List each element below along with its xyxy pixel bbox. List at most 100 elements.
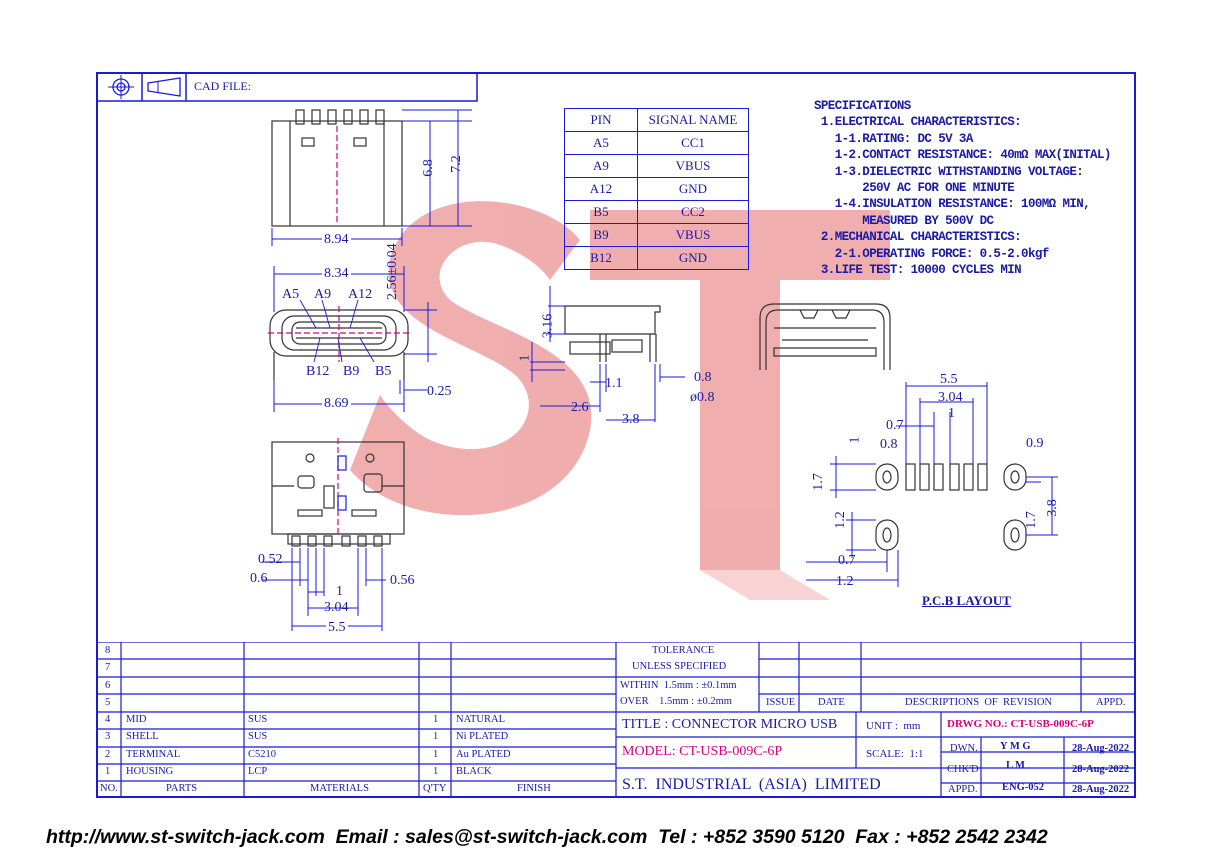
top-view-drawing <box>271 109 472 246</box>
pcb-layout-label: P.C.B LAYOUT <box>922 593 1011 608</box>
tolerance-within: WITHIN 1.5mm : ±0.1mm <box>620 680 737 691</box>
bom-material: SUS <box>248 731 268 742</box>
bom-part: SHELL <box>126 731 159 742</box>
dim-pcb-1-7b: 1.7 <box>1023 511 1039 529</box>
bottom-view-drawing <box>262 438 405 631</box>
dim-pcb-3-04: 3.04 <box>938 390 963 405</box>
dim-side-0-8: 0.8 <box>694 370 712 385</box>
table-cell: GND <box>637 177 749 201</box>
bom-qty: 1 <box>433 766 439 777</box>
rear-view-drawing <box>759 303 891 370</box>
bom-qty: 1 <box>433 714 439 725</box>
dim-pcb-0-7b: 0.7 <box>838 553 856 568</box>
table-cell: CC1 <box>637 131 749 155</box>
dim-pcb-0-7: 0.7 <box>886 418 904 433</box>
table-cell: VBUS <box>637 154 749 178</box>
drawing-title: TITLE : CONNECTOR MICRO USB <box>622 717 838 732</box>
pin-label-a5: A5 <box>282 287 300 302</box>
dim-front-lower-width: 8.69 <box>322 396 351 412</box>
bom-no: 2 <box>105 749 111 760</box>
appd-by: ENG-052 <box>1002 782 1044 793</box>
bom-no: 4 <box>105 714 111 725</box>
bom-finish: NATURAL <box>456 714 505 725</box>
bom-material: SUS <box>248 714 268 725</box>
dwn-date: 28-Aug-2022 <box>1072 743 1130 754</box>
signal-table-header-signal: SIGNAL NAME <box>637 108 749 132</box>
dim-top-height-a: 6.8 <box>420 159 436 177</box>
dim-pcb-1-7: 1.7 <box>810 473 826 491</box>
dim-pcb-3-8: 3.8 <box>1044 499 1060 517</box>
row-number: 7 <box>105 662 111 673</box>
chk-date: 28-Aug-2022 <box>1072 764 1130 775</box>
bom-finish: BLACK <box>456 766 492 777</box>
table-cell: A12 <box>564 177 638 201</box>
scale-label: SCALE: 1:1 <box>866 748 924 760</box>
watermark-st <box>350 201 890 600</box>
row-number: 5 <box>105 697 111 708</box>
cad-header-box <box>96 72 478 102</box>
bom-finish: Au PLATED <box>456 749 511 760</box>
dim-top-height-b: 7.2 <box>448 155 464 173</box>
spec-line: 250V AC FOR ONE MINUTE <box>814 181 1015 196</box>
pin-label-a12: A12 <box>348 287 373 302</box>
dim-side-small: 1 <box>517 354 533 362</box>
tolerance-over: OVER 1.5mm : ±0.2mm <box>620 696 732 707</box>
title-block-grid <box>96 642 1136 798</box>
pin-label-b5: B5 <box>375 364 392 379</box>
bom-material: C5210 <box>248 749 277 760</box>
dim-side-2-6: 2.6 <box>571 400 589 415</box>
spec-line: 1-3.DIELECTRIC WITHSTANDING VOLTAGE: <box>814 164 1084 179</box>
chk-by: L M <box>1006 760 1025 771</box>
spec-line: 2.MECHANICAL CHARACTERISTICS: <box>814 230 1022 245</box>
bom-part: TERMINAL <box>126 749 181 760</box>
dim-side-dia: ø0.8 <box>690 390 715 405</box>
spec-line: 2-1.OPERATING FORCE: 0.5-2.0kgf <box>814 246 1050 261</box>
table-cell: A9 <box>564 154 638 178</box>
drawing-number: DRWG NO.: CT-USB-009C-6P <box>947 718 1094 730</box>
bom-finish: Ni PLATED <box>456 731 509 742</box>
bom-material: LCP <box>248 766 268 777</box>
dim-bottom-0-56: 0.56 <box>390 573 415 588</box>
spec-line: 1-1.RATING: DC 5V 3A <box>814 131 974 146</box>
pin-label-b9: B9 <box>343 364 360 379</box>
bom-no: 3 <box>105 731 111 742</box>
dim-top-width: 8.94 <box>322 232 351 248</box>
revision-appd: APPD. <box>1096 697 1126 708</box>
bom-header-parts: PARTS <box>166 783 198 794</box>
row-number: 6 <box>105 680 111 691</box>
table-cell: CC2 <box>637 200 749 224</box>
bom-header-qty: Q'TY <box>423 783 447 794</box>
row-number: 8 <box>105 645 111 656</box>
footer-contact: http://www.st-switch-jack.com Email : sa… <box>46 826 1048 848</box>
table-cell: A5 <box>564 131 638 155</box>
table-cell: B9 <box>564 223 638 247</box>
dim-pcb-1: 1 <box>948 406 955 421</box>
dim-pcb-1-2b: 1.2 <box>836 574 854 589</box>
spec-line: 1-4.INSULATION RESISTANCE: 100MΩ MIN, <box>814 197 1091 212</box>
front-view-drawing <box>268 266 437 412</box>
dim-bottom-5-5: 5.5 <box>326 620 348 636</box>
tolerance-line2: UNLESS SPECIFIED <box>632 661 727 672</box>
unit-label: UNIT : mm <box>866 720 921 732</box>
dim-front-width: 8.34 <box>322 266 351 282</box>
dim-front-offset: 0.25 <box>427 384 452 399</box>
dwn-by: Y M G <box>1000 741 1031 752</box>
revision-date: DATE <box>818 697 845 708</box>
table-cell: B5 <box>564 200 638 224</box>
spec-line: MEASURED BY 500V DC <box>814 213 994 228</box>
revision-issue: ISSUE <box>766 697 796 708</box>
table-cell: B12 <box>564 246 638 270</box>
spec-line: 1.ELECTRICAL CHARACTERISTICS: <box>814 115 1022 130</box>
dim-pcb-0-8: 0.8 <box>880 437 898 452</box>
dim-bottom-0-6: 0.6 <box>250 571 268 586</box>
table-cell: GND <box>637 246 749 270</box>
appd-label: APPD. <box>948 784 978 795</box>
dim-side-3-8: 3.8 <box>622 412 640 427</box>
bom-header-no: NO. <box>100 783 118 794</box>
appd-date: 28-Aug-2022 <box>1072 784 1130 795</box>
tolerance-line1: TOLERANCE <box>652 645 715 656</box>
dwn-label: DWN. <box>950 743 978 754</box>
cad-file-label: CAD FILE: <box>194 79 251 93</box>
dim-bottom-0-52: 0.52 <box>258 552 283 567</box>
